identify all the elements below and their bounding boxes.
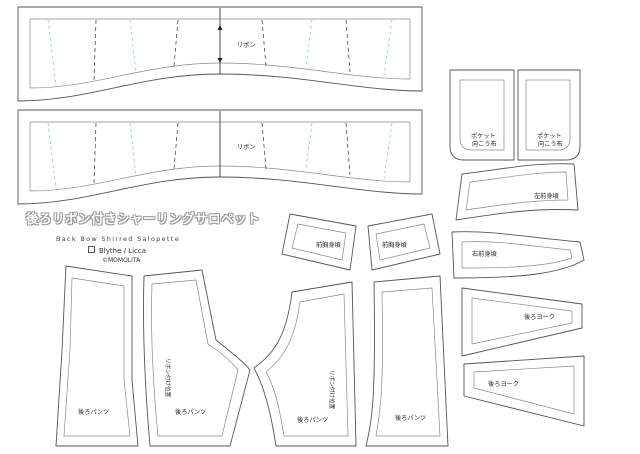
back-pants-label-2: 後ろパンツ <box>175 408 206 416</box>
back-pants-piece-2 <box>143 269 251 447</box>
pattern-title: 後ろリボン付きシャーリングサロペット <box>26 211 261 226</box>
ribbon-position-label-2: リボン付け位置 <box>328 370 336 410</box>
brand-credit: ©MOMOLITA <box>102 257 141 264</box>
front-bodice-right-piece <box>451 231 585 279</box>
pocket-label-right-line2: 向こう布 <box>538 140 563 148</box>
doll-size-row: Blythe / Licca <box>88 246 146 255</box>
back-pants-label-3: 後ろパンツ <box>297 416 328 424</box>
ribbon-piece-top <box>17 6 423 102</box>
doll-size-label: Blythe / Licca <box>99 247 147 255</box>
chest-piece-left <box>281 213 357 271</box>
front-bodice-left-label: 左前身頃 <box>534 192 560 200</box>
back-yoke-top-piece <box>461 287 583 357</box>
ribbon-position-label-1: リボン付け位置 <box>164 358 172 398</box>
pocket-label-left-line1: ポケット <box>471 132 496 140</box>
ribbon-label-top: リボン <box>237 41 256 49</box>
pocket-label-right-line1: ポケット <box>537 132 562 140</box>
back-yoke-bottom-label: 後ろヨーク <box>488 380 519 388</box>
pocket-piece-right <box>517 69 581 161</box>
back-yoke-bottom-piece <box>463 355 585 427</box>
ribbon-piece-bottom <box>17 109 423 205</box>
back-pants-label-4: 後ろパンツ <box>395 414 426 422</box>
pocket-piece-left <box>449 69 515 161</box>
front-bodice-right-label: 右前身頃 <box>472 250 498 258</box>
chest-label-right: 前胸身頃 <box>382 241 408 249</box>
back-pants-piece-4 <box>365 275 449 447</box>
checkbox-icon <box>88 246 95 253</box>
ribbon-label-bottom: リボン <box>237 143 256 151</box>
front-bodice-left-piece <box>455 163 579 221</box>
chest-piece-right <box>367 213 441 271</box>
back-yoke-top-label: 後ろヨーク <box>524 313 555 321</box>
pattern-subtitle: Back Bow Shirred Salopette <box>56 235 180 243</box>
back-pants-piece-3 <box>253 281 357 447</box>
chest-label-left: 前胸身頃 <box>316 241 342 249</box>
pocket-label-left-line2: 向こう布 <box>472 140 497 148</box>
back-pants-label-1: 後ろパンツ <box>78 408 109 416</box>
back-pants-piece-1 <box>55 265 139 447</box>
